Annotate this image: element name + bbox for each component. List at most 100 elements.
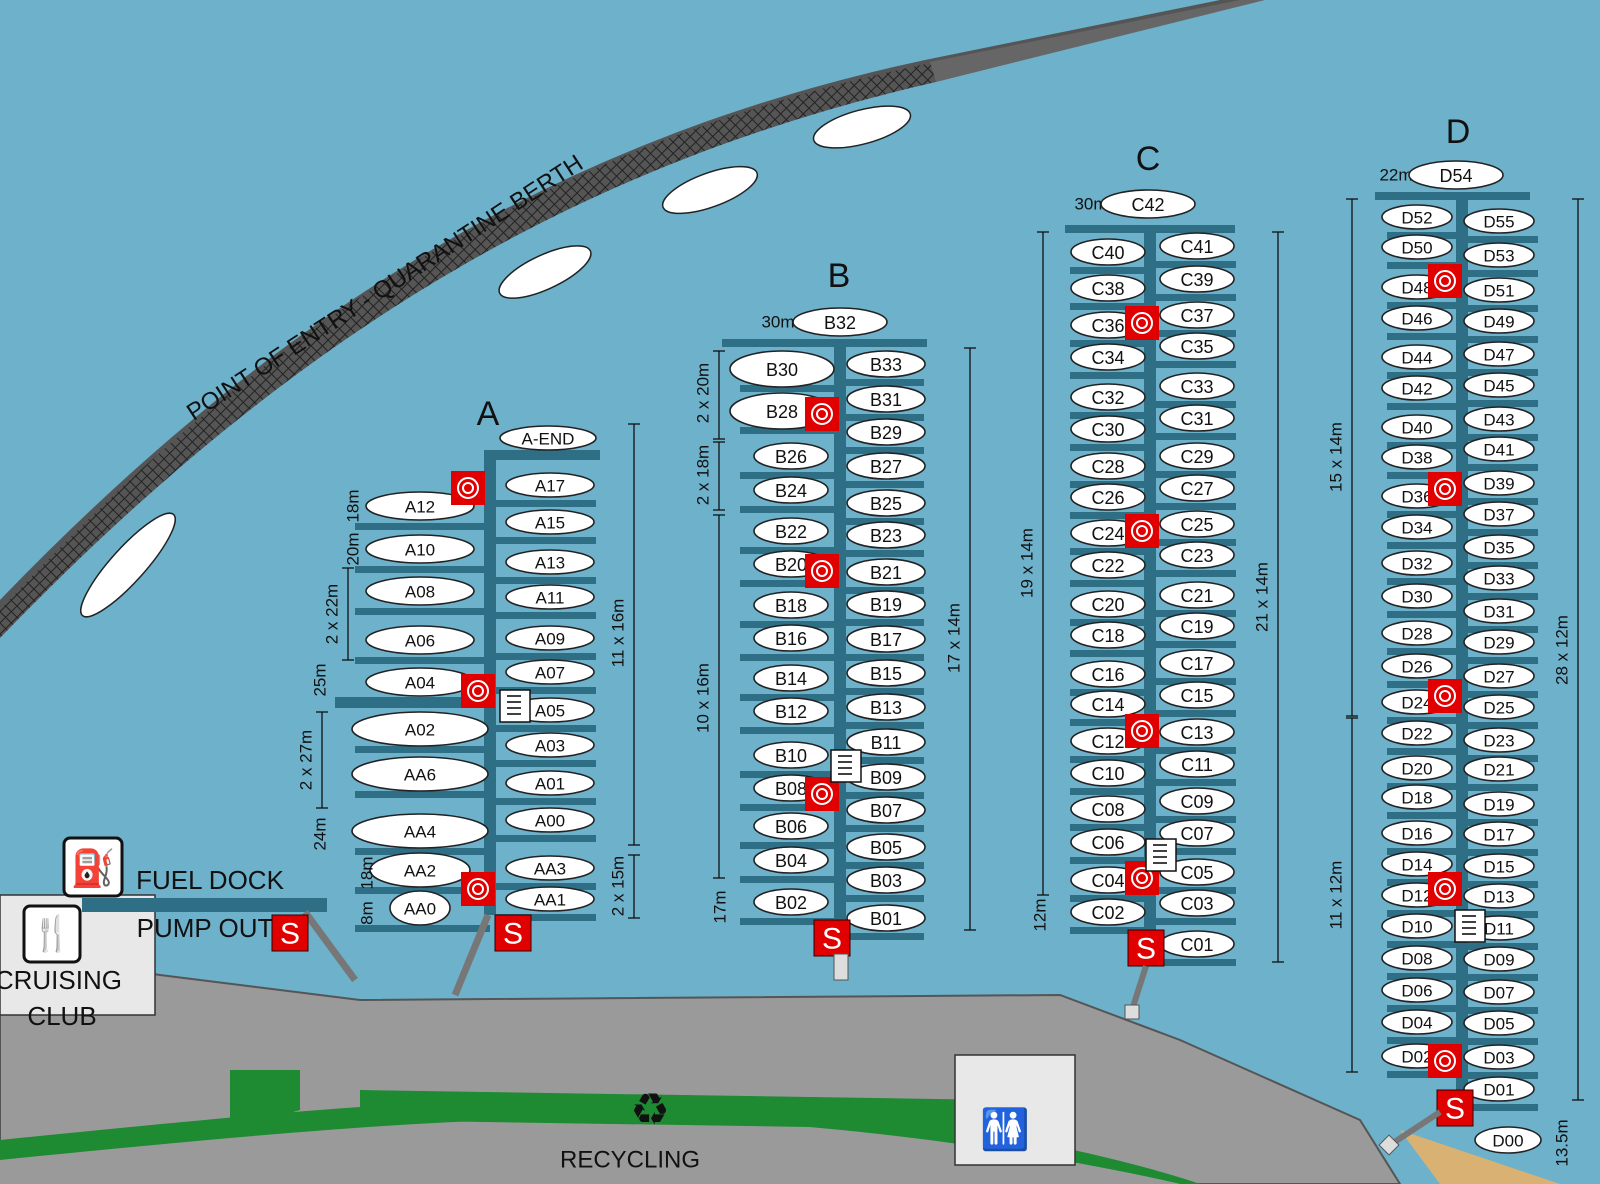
berth-outline[interactable]	[846, 904, 926, 932]
berth-b30[interactable]: B30	[729, 350, 835, 388]
berth-a04[interactable]: A04	[365, 667, 475, 697]
berth-outline[interactable]	[1463, 883, 1535, 909]
berth-b23[interactable]: B23	[846, 521, 926, 549]
berth-outline[interactable]	[1463, 277, 1535, 303]
berth-d14[interactable]: D14	[1381, 851, 1453, 877]
berth-outline[interactable]	[846, 489, 926, 517]
berth-outline[interactable]	[351, 813, 489, 849]
berth-outline[interactable]	[1463, 791, 1535, 817]
berth-outline[interactable]	[505, 659, 595, 685]
berth-outline[interactable]	[1463, 1044, 1535, 1070]
berth-outline[interactable]	[351, 711, 489, 747]
berth-outline[interactable]	[1381, 945, 1453, 971]
berth-outline[interactable]	[1463, 1010, 1535, 1036]
berth-b31[interactable]: B31	[846, 385, 926, 413]
berth-outline[interactable]	[1070, 759, 1146, 787]
berth-d49[interactable]: D49	[1463, 308, 1535, 334]
berth-outline[interactable]	[1070, 660, 1146, 688]
berth-outline[interactable]	[1463, 756, 1535, 782]
berth-b14[interactable]: B14	[753, 664, 829, 692]
berth-outline[interactable]	[1159, 750, 1235, 778]
berth-b02[interactable]: B02	[753, 888, 829, 916]
berth-c33[interactable]: C33	[1159, 372, 1235, 400]
berth-b13[interactable]: B13	[846, 693, 926, 721]
berth-c19[interactable]: C19	[1159, 612, 1235, 640]
berth-a03[interactable]: A03	[505, 732, 595, 758]
berth-outline[interactable]	[1159, 858, 1235, 886]
berth-outline[interactable]	[1463, 727, 1535, 753]
berth-outline[interactable]	[365, 491, 475, 521]
berth-outline[interactable]	[1070, 690, 1146, 718]
berth-c14[interactable]: C14	[1070, 690, 1146, 718]
berth-outline[interactable]	[1159, 474, 1235, 502]
berth-d17[interactable]: D17	[1463, 821, 1535, 847]
berth-a-end[interactable]: A-END	[499, 425, 597, 451]
berth-outline[interactable]	[505, 472, 595, 498]
berth-c10[interactable]: C10	[1070, 759, 1146, 787]
berth-outline[interactable]	[1159, 649, 1235, 677]
berth-outline[interactable]	[1381, 913, 1453, 939]
berth-outline[interactable]	[1159, 787, 1235, 815]
berth-outline[interactable]	[505, 886, 595, 912]
berth-outline[interactable]	[505, 732, 595, 758]
berth-d41[interactable]: D41	[1463, 436, 1535, 462]
berth-outline[interactable]	[1463, 470, 1535, 496]
berth-outline[interactable]	[846, 693, 926, 721]
berth-b24[interactable]: B24	[753, 476, 829, 504]
berth-outline[interactable]	[1159, 404, 1235, 432]
berth-outline[interactable]	[1463, 598, 1535, 624]
berth-outline[interactable]	[753, 846, 829, 874]
berth-d31[interactable]: D31	[1463, 598, 1535, 624]
berth-outline[interactable]	[753, 442, 829, 470]
berth-outline[interactable]	[1070, 415, 1146, 443]
berth-outline[interactable]	[1070, 452, 1146, 480]
berth-outline[interactable]	[1070, 383, 1146, 411]
berth-c34[interactable]: C34	[1070, 343, 1146, 371]
berth-d51[interactable]: D51	[1463, 277, 1535, 303]
berth-b03[interactable]: B03	[846, 866, 926, 894]
berth-outline[interactable]	[1070, 343, 1146, 371]
berth-b15[interactable]: B15	[846, 659, 926, 687]
berth-outline[interactable]	[1463, 1076, 1535, 1102]
berth-outline[interactable]	[1159, 232, 1235, 260]
berth-b12[interactable]: B12	[753, 697, 829, 725]
berth-d44[interactable]: D44	[1381, 344, 1453, 370]
berth-outline[interactable]	[1463, 436, 1535, 462]
berth-c31[interactable]: C31	[1159, 404, 1235, 432]
berth-outline[interactable]	[792, 307, 888, 337]
berth-aa4[interactable]: AA4	[351, 813, 489, 849]
berth-outline[interactable]	[1159, 681, 1235, 709]
berth-outline[interactable]	[1463, 629, 1535, 655]
berth-outline[interactable]	[1159, 372, 1235, 400]
berth-c09[interactable]: C09	[1159, 787, 1235, 815]
berth-outline[interactable]	[1463, 372, 1535, 398]
berth-c29[interactable]: C29	[1159, 442, 1235, 470]
berth-c01[interactable]: C01	[1159, 930, 1235, 958]
berth-outline[interactable]	[846, 350, 926, 378]
berth-outline[interactable]	[753, 741, 829, 769]
berth-outline[interactable]	[846, 418, 926, 446]
berth-c25[interactable]: C25	[1159, 510, 1235, 538]
berth-outline[interactable]	[1381, 414, 1453, 440]
berth-outline[interactable]	[1474, 1126, 1542, 1154]
berth-outline[interactable]	[753, 664, 829, 692]
berth-outline[interactable]	[365, 625, 475, 655]
berth-a00[interactable]: A00	[505, 807, 595, 833]
berth-outline[interactable]	[351, 756, 489, 792]
berth-outline[interactable]	[1381, 720, 1453, 746]
berth-d21[interactable]: D21	[1463, 756, 1535, 782]
berth-outline[interactable]	[1463, 694, 1535, 720]
berth-d33[interactable]: D33	[1463, 565, 1535, 591]
berth-c16[interactable]: C16	[1070, 660, 1146, 688]
berth-aa1[interactable]: AA1	[505, 886, 595, 912]
berth-b06[interactable]: B06	[753, 812, 829, 840]
berth-d38[interactable]: D38	[1381, 444, 1453, 470]
berth-d05[interactable]: D05	[1463, 1010, 1535, 1036]
berth-c20[interactable]: C20	[1070, 590, 1146, 618]
berth-outline[interactable]	[1463, 501, 1535, 527]
berth-d06[interactable]: D06	[1381, 977, 1453, 1003]
berth-outline[interactable]	[1408, 160, 1504, 190]
berth-d34[interactable]: D34	[1381, 514, 1453, 540]
berth-d32[interactable]: D32	[1381, 550, 1453, 576]
berth-d23[interactable]: D23	[1463, 727, 1535, 753]
